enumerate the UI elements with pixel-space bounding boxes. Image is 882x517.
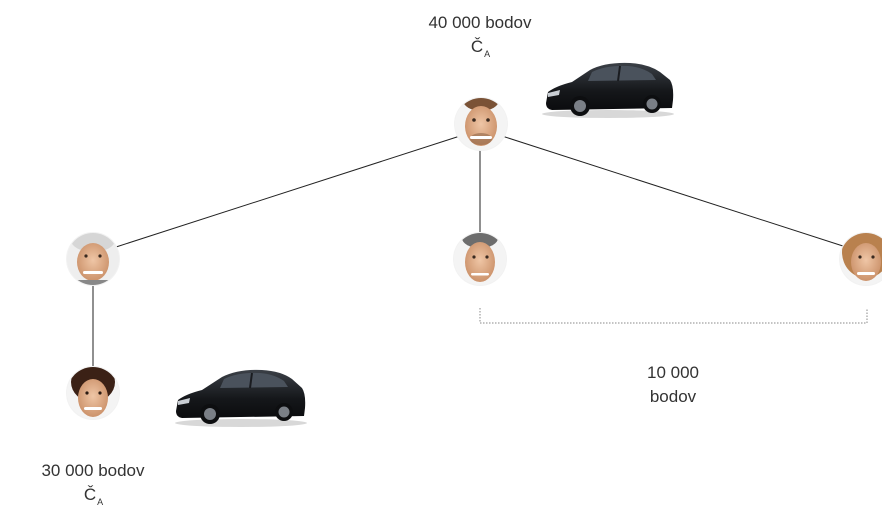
person-avatar-left-icon	[66, 232, 120, 286]
car-top-icon	[542, 62, 674, 118]
bracket	[479, 308, 868, 324]
person-avatar-right-icon	[839, 232, 882, 286]
car-bottom-icon	[175, 369, 307, 427]
connector-top-left	[115, 135, 461, 248]
top-points-text: 40 000 bodov	[428, 13, 532, 32]
person-avatar-bottom-icon	[66, 366, 120, 420]
bottom-ca-text: ČA	[18, 484, 168, 508]
bracket-line1: 10 000	[647, 363, 699, 382]
bracket-points-label: 10 000 bodov	[613, 362, 733, 408]
person-avatar-middle-icon	[453, 232, 507, 286]
top-ca-sub: A	[484, 49, 491, 59]
bottom-points-text: 30 000 bodov	[41, 461, 145, 480]
top-ca-text: ČA	[400, 36, 560, 60]
bottom-ca-main: Č	[83, 485, 97, 504]
bottom-points-label: 30 000 bodov ČA	[18, 460, 168, 508]
person-avatar-top-icon	[454, 97, 508, 151]
bracket-line2: bodov	[649, 387, 697, 406]
bottom-ca-sub: A	[97, 497, 104, 507]
top-points-label: 40 000 bodov ČA	[400, 12, 560, 60]
connector-top-right	[501, 135, 847, 248]
top-ca-main: Č	[470, 37, 484, 56]
